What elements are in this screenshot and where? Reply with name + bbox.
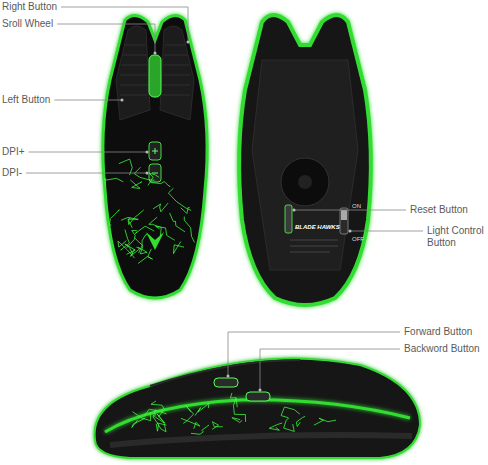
leader-dot — [121, 99, 124, 102]
crack-pattern — [133, 412, 151, 421]
crack-pattern — [173, 241, 184, 253]
crack-pattern — [314, 418, 336, 425]
leader-line — [228, 332, 400, 376]
crack-pattern — [132, 418, 145, 428]
crack-pattern — [149, 217, 162, 236]
part-label: DPI+ — [2, 146, 25, 158]
leader-line — [61, 7, 188, 42]
crack-pattern — [134, 167, 154, 180]
crack-pattern — [233, 398, 245, 422]
crack-pattern — [284, 418, 295, 432]
crack-pattern — [150, 182, 169, 187]
part-label: Light Control Button — [427, 225, 485, 249]
crack-pattern — [156, 226, 175, 240]
crack-pattern — [130, 247, 139, 256]
crack-pattern — [195, 403, 209, 415]
part-label: Right Button — [2, 1, 57, 13]
crack-pattern — [128, 210, 144, 225]
crack-pattern — [181, 207, 190, 213]
crack-pattern — [184, 217, 194, 243]
crack-pattern — [135, 226, 154, 233]
leader-dot — [187, 41, 190, 44]
crack-pattern — [212, 422, 223, 430]
mouse-bottom-view — [239, 15, 371, 305]
leader-line — [54, 100, 122, 101]
leader-dot — [227, 375, 230, 378]
mouse-top-view — [103, 15, 207, 298]
switch-mark: OFF — [352, 236, 364, 243]
part-label: Sroll Wheel — [2, 18, 53, 30]
leader-dot — [154, 52, 157, 55]
leader-dot — [146, 151, 149, 154]
part-label: Reset Button — [410, 204, 468, 216]
crack-pattern — [121, 217, 138, 227]
crack-pattern — [191, 425, 209, 434]
crack-pattern — [181, 418, 200, 428]
crack-pattern — [168, 188, 191, 210]
leader-line — [26, 173, 147, 174]
leader-line — [294, 210, 406, 211]
crack-pattern — [130, 180, 141, 188]
leader-dot — [349, 230, 352, 233]
crack-pattern — [232, 418, 242, 423]
crack-pattern — [121, 230, 130, 251]
crack-pattern — [170, 213, 185, 232]
leader-line — [350, 231, 423, 232]
mouse-side-view — [95, 358, 420, 458]
crack-pattern — [296, 416, 305, 426]
crack-pattern — [183, 405, 193, 423]
crack-pattern — [105, 178, 124, 185]
part-label: DPI- — [2, 167, 22, 179]
leader-line — [57, 24, 155, 53]
crack-pattern — [269, 423, 282, 430]
part-label: Backword Button — [404, 343, 480, 355]
part-label: Forward Button — [404, 326, 472, 338]
leader-line — [260, 349, 400, 390]
crack-pattern — [151, 401, 164, 417]
crack-pattern — [281, 407, 300, 418]
brand-text: BLADE HAWKS — [295, 224, 340, 231]
crack-pattern — [153, 203, 168, 212]
part-label: Left Button — [2, 94, 50, 106]
switch-mark: ON — [352, 203, 361, 210]
leader-line — [29, 152, 147, 153]
leader-dot — [259, 389, 262, 392]
crack-pattern — [134, 238, 147, 254]
crack-pattern — [109, 210, 119, 226]
leader-dot — [293, 209, 296, 212]
leader-dot — [146, 172, 149, 175]
crack-pattern — [153, 409, 159, 431]
